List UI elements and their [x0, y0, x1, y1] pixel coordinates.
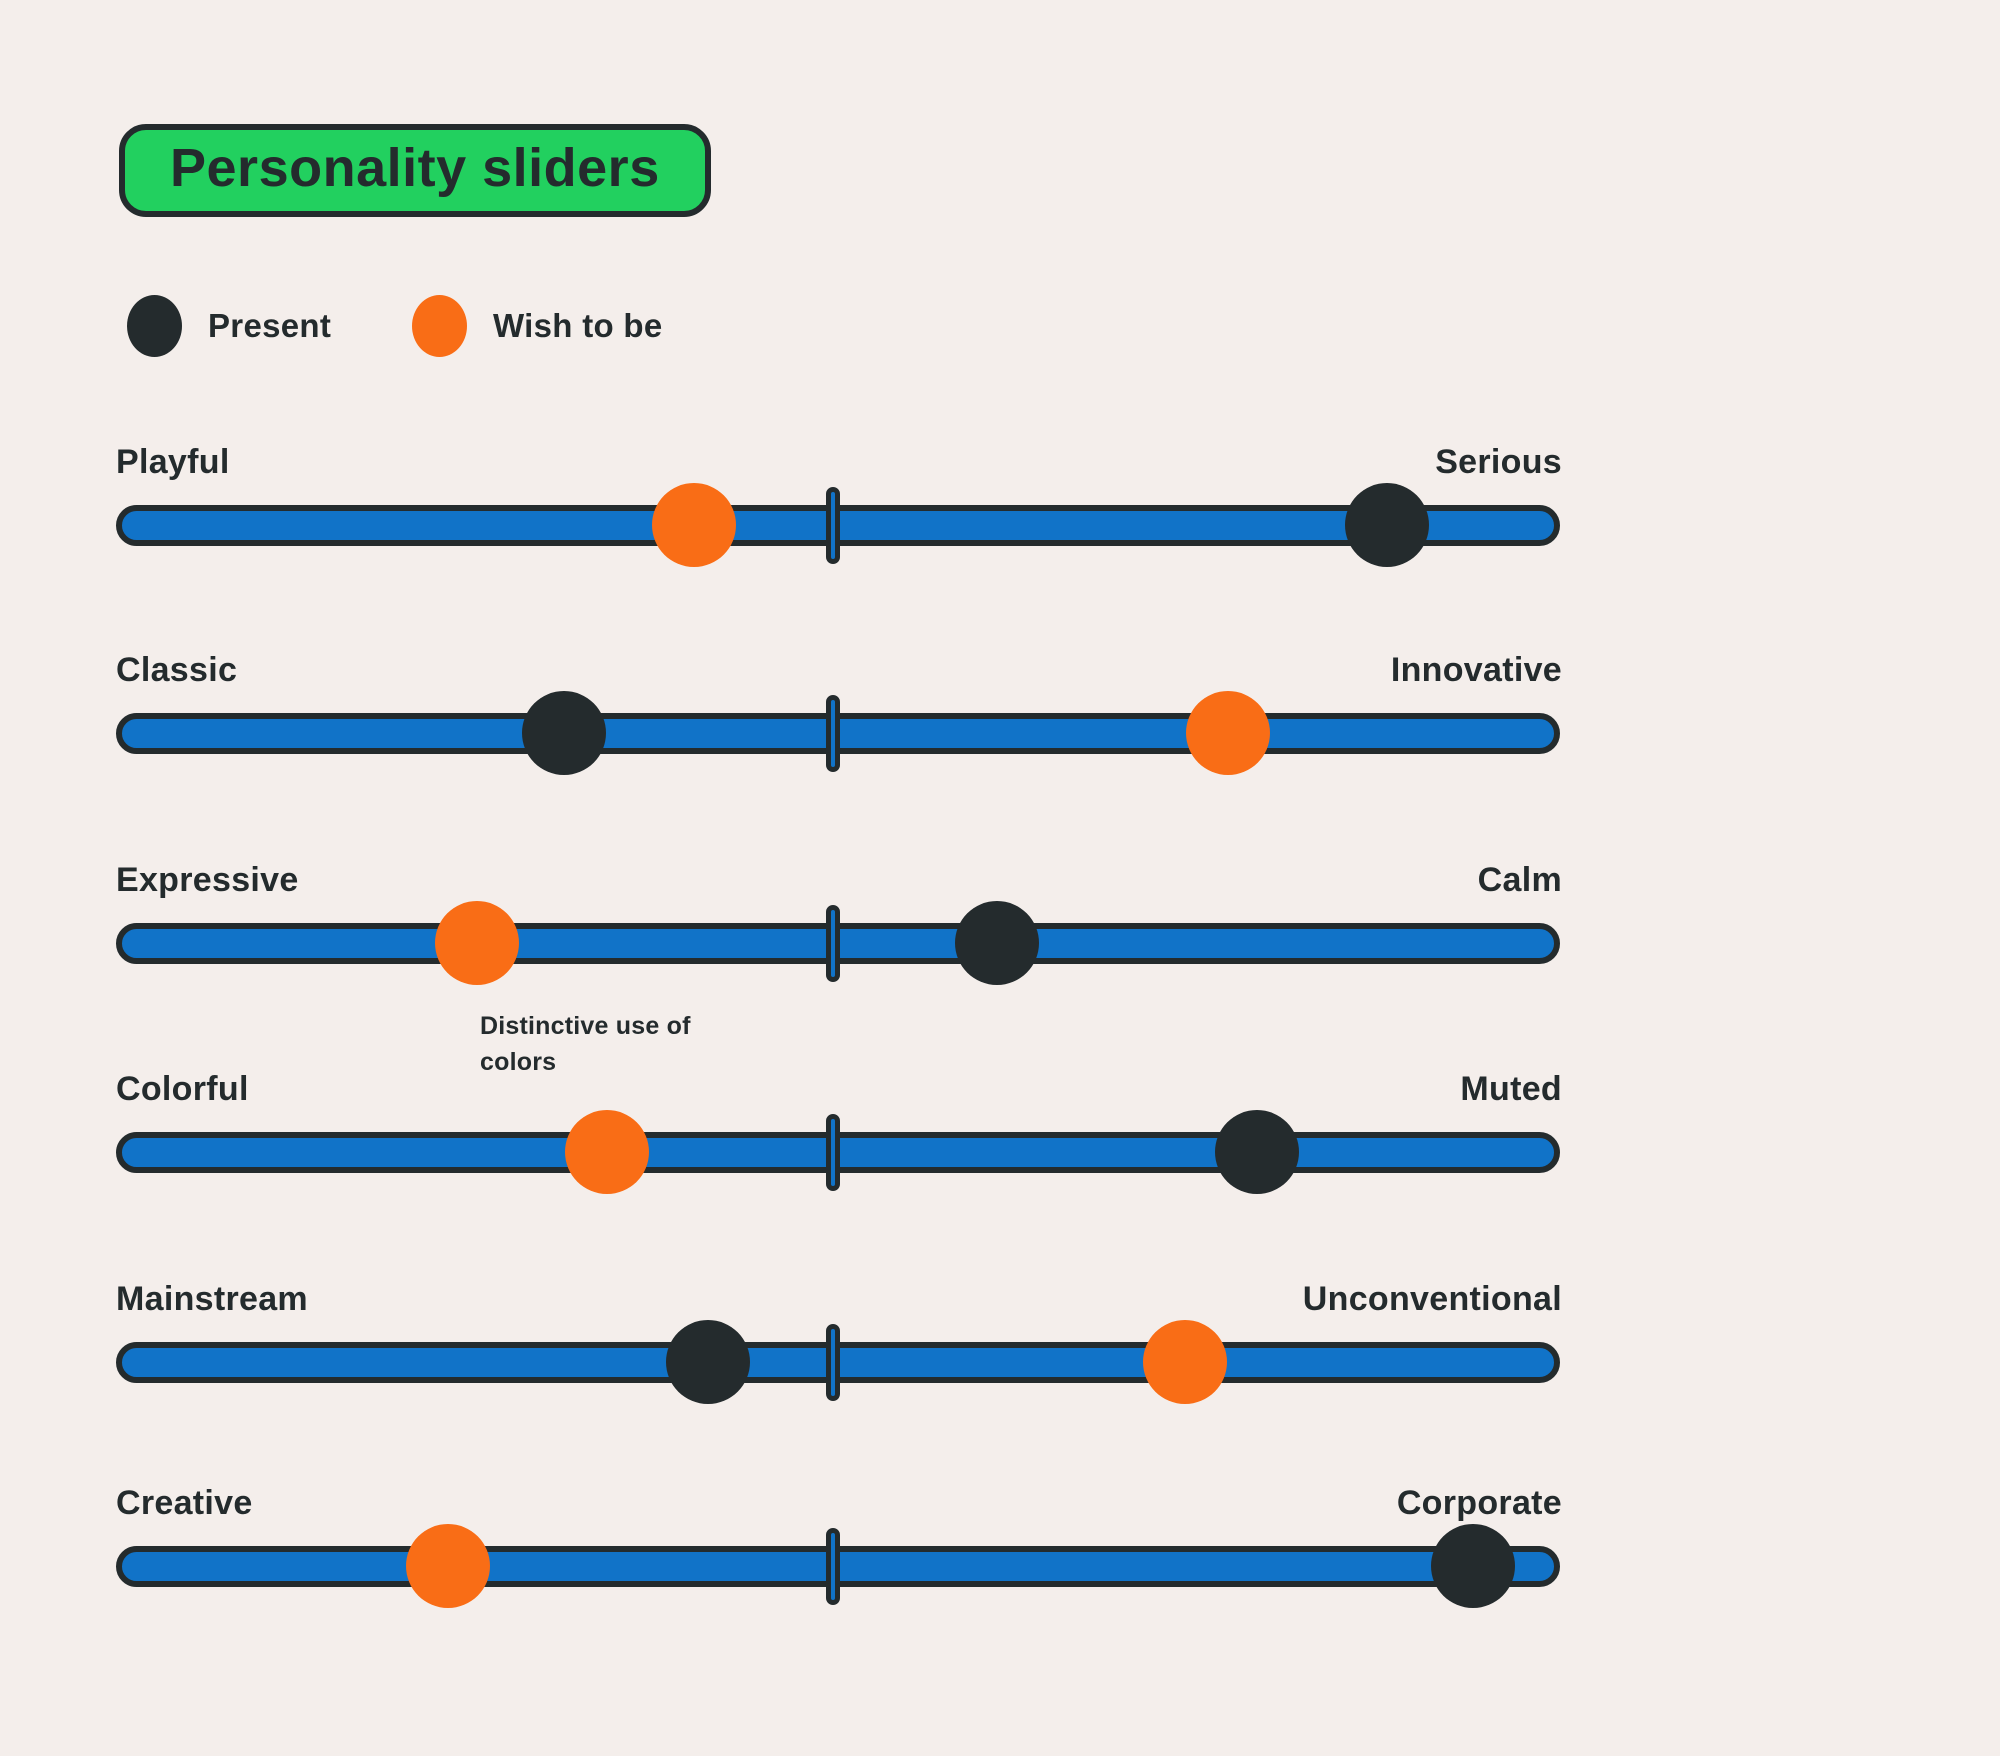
- slider-left-label: Classic: [116, 651, 238, 689]
- present-dot-icon: [127, 295, 182, 357]
- slider-right-label: Calm: [1477, 861, 1562, 899]
- legend-label-present: Present: [208, 307, 332, 344]
- slider-left-label: Colorful: [116, 1070, 249, 1108]
- wish-knob[interactable]: [564, 1110, 649, 1194]
- present-knob[interactable]: [954, 901, 1039, 985]
- slider-right-label: Muted: [1460, 1070, 1562, 1108]
- wish-knob[interactable]: [435, 901, 519, 985]
- center-tick: [826, 905, 840, 982]
- slider-left-label: Expressive: [116, 861, 299, 899]
- legend-item-present: Present: [127, 295, 331, 357]
- wish-knob[interactable]: [1142, 1320, 1227, 1404]
- slider-right-label: Serious: [1435, 443, 1562, 481]
- title-badge: Personality sliders: [119, 124, 711, 217]
- present-knob[interactable]: [1431, 1524, 1516, 1608]
- present-knob[interactable]: [666, 1320, 751, 1404]
- slider-right-label: Corporate: [1396, 1484, 1562, 1522]
- wish-dot-icon: [412, 295, 467, 357]
- present-knob[interactable]: [1344, 483, 1429, 567]
- center-tick: [826, 695, 840, 772]
- slider-left-label: Creative: [116, 1484, 253, 1522]
- present-knob[interactable]: [521, 691, 606, 775]
- present-knob[interactable]: [1214, 1110, 1299, 1194]
- center-tick: [826, 1324, 840, 1401]
- slider-left-label: Mainstream: [116, 1280, 308, 1318]
- slider-right-label: Unconventional: [1302, 1280, 1562, 1318]
- wish-knob[interactable]: [651, 483, 736, 567]
- center-tick: [826, 1114, 840, 1191]
- wish-knob[interactable]: [1185, 691, 1270, 775]
- legend-item-wish: Wish to be: [412, 295, 663, 357]
- slider-left-label: Playful: [116, 443, 230, 481]
- legend-label-wish: Wish to be: [493, 307, 663, 344]
- page-title: Personality sliders: [170, 137, 660, 198]
- slider-annotation: Distinctive use of colors: [480, 1012, 691, 1076]
- center-tick: [826, 487, 840, 564]
- wish-knob[interactable]: [406, 1524, 491, 1608]
- slider-right-label: Innovative: [1390, 651, 1562, 689]
- center-tick: [826, 1528, 840, 1605]
